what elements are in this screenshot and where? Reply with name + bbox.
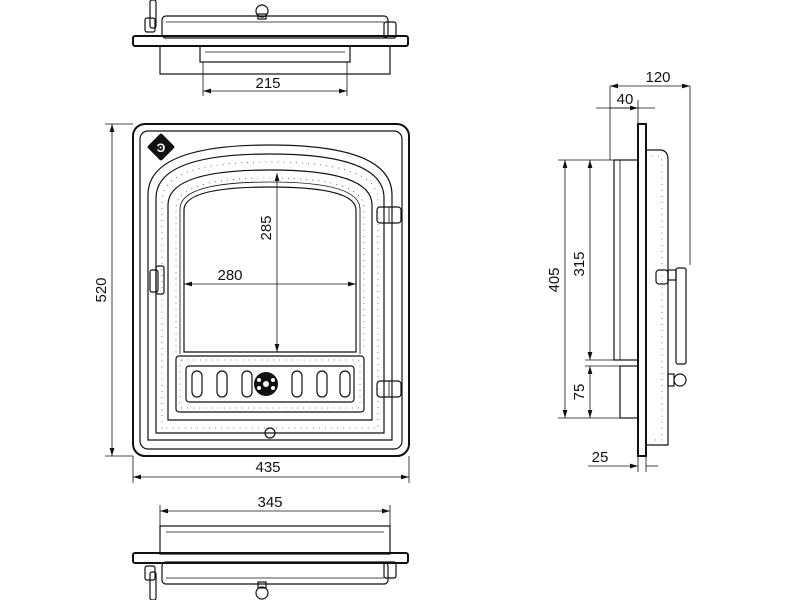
dim-side-height-outer-label: 405 — [546, 267, 563, 292]
dim-front-width-label: 435 — [255, 459, 280, 476]
dim-bottom-width: 345 — [159, 494, 391, 526]
dim-side-depth-total: 120 — [609, 69, 691, 265]
dim-top-width: 215 — [202, 62, 348, 96]
dim-side-vent-height: 75 — [571, 365, 620, 418]
dim-glass-width: 280 — [184, 267, 356, 287]
dim-side-flange-label: 25 — [592, 449, 609, 466]
dim-glass-height-label: 285 — [258, 215, 275, 240]
dim-front-width: 435 — [132, 456, 410, 483]
dim-side-height-inner: 315 — [571, 160, 614, 361]
bottom-view — [132, 525, 409, 600]
dim-side-height-outer: 405 — [546, 159, 620, 419]
top-view — [132, 0, 409, 75]
dim-front-height-label: 520 — [93, 277, 110, 302]
dim-glass-height: 285 — [258, 173, 280, 352]
dim-top-width-label: 215 — [255, 75, 280, 92]
hinge-top — [376, 206, 402, 224]
dim-side-height-inner-label: 315 — [571, 251, 588, 276]
dim-side-flange: 25 — [588, 449, 658, 472]
dim-side-depth-total-label: 120 — [645, 69, 670, 86]
front-view: Ͽ — [132, 123, 410, 457]
hinge-bottom — [376, 380, 402, 398]
dim-glass-width-label: 280 — [217, 267, 242, 284]
dim-front-height: 520 — [93, 123, 133, 457]
dim-side-depth-frame-label: 40 — [617, 91, 634, 108]
door-handle — [149, 265, 165, 295]
brand-logo: Ͽ — [147, 133, 175, 161]
svg-text:Ͽ: Ͽ — [157, 141, 166, 155]
air-regulator-knob — [254, 372, 278, 396]
dim-side-depth-frame: 40 — [596, 91, 655, 124]
vent-slots — [191, 370, 351, 398]
dim-side-vent-height-label: 75 — [571, 384, 588, 401]
side-view — [613, 123, 687, 457]
dim-bottom-width-label: 345 — [257, 494, 282, 511]
